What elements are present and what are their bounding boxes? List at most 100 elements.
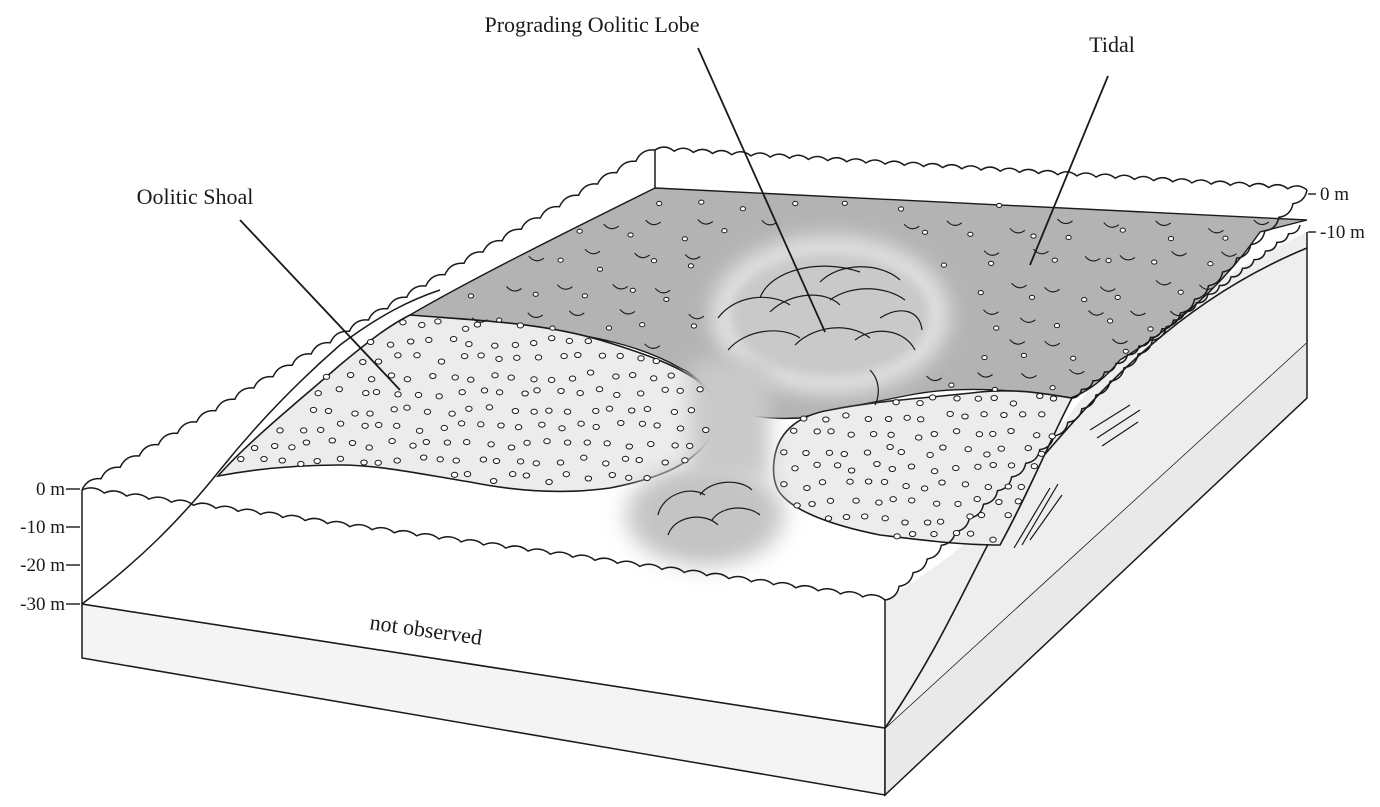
ooid-mark bbox=[974, 395, 982, 402]
ooid-mark bbox=[605, 405, 614, 412]
ooid-mark bbox=[492, 457, 501, 465]
ooid-mark bbox=[881, 515, 889, 522]
ripple-mark bbox=[619, 309, 636, 315]
ooid-mark bbox=[425, 336, 433, 343]
ooid-mark bbox=[516, 458, 525, 465]
ooid-mark bbox=[467, 376, 475, 383]
ooid-mark bbox=[1007, 462, 1016, 469]
ooid-mark bbox=[676, 425, 685, 432]
ooid-mark bbox=[374, 459, 382, 466]
ripple-mark bbox=[1119, 255, 1136, 261]
ripple-mark bbox=[556, 284, 573, 290]
ooid-mark bbox=[917, 416, 925, 423]
ooid-mark bbox=[1000, 411, 1008, 419]
ooid-mark bbox=[946, 410, 954, 417]
ripple-mark bbox=[1011, 282, 1027, 289]
ooid-mark bbox=[966, 513, 974, 520]
ooid-mark bbox=[313, 457, 321, 465]
ooid-mark bbox=[460, 353, 469, 360]
ooid-mark bbox=[696, 386, 704, 393]
ooid-mark bbox=[359, 358, 367, 366]
ooid-mark bbox=[403, 404, 411, 411]
ooid-mark bbox=[637, 390, 645, 397]
ooid-mark bbox=[667, 372, 675, 379]
ooid-mark bbox=[495, 355, 503, 362]
ooid-mark bbox=[348, 439, 357, 447]
ripple-mark bbox=[1198, 284, 1215, 290]
ooid-mark bbox=[663, 296, 670, 302]
ooid-mark bbox=[629, 287, 636, 293]
ooid-mark bbox=[939, 444, 947, 451]
ooid-mark bbox=[328, 437, 336, 444]
ooid-mark bbox=[415, 427, 424, 434]
ooid-mark bbox=[1007, 427, 1015, 435]
ooid-mark bbox=[393, 422, 401, 429]
ooid-mark bbox=[952, 465, 960, 472]
ooid-mark bbox=[497, 422, 505, 429]
ooid-mark bbox=[612, 373, 620, 380]
ooid-mark bbox=[586, 369, 595, 376]
ooid-mark bbox=[825, 449, 834, 456]
ooid-mark bbox=[875, 499, 883, 506]
ooid-mark bbox=[317, 426, 325, 433]
ooid-mark bbox=[687, 263, 695, 269]
ooid-mark bbox=[288, 444, 296, 451]
ooid-mark bbox=[336, 455, 345, 462]
ooid-mark bbox=[375, 421, 383, 428]
ooid-mark bbox=[399, 319, 407, 326]
ripple-mark bbox=[1253, 219, 1270, 226]
ooid-mark bbox=[888, 465, 896, 473]
ooid-mark bbox=[532, 460, 540, 467]
ripple-mark bbox=[1019, 317, 1036, 323]
ooid-mark bbox=[920, 485, 929, 492]
ooid-mark bbox=[580, 454, 588, 461]
ooid-mark bbox=[463, 439, 471, 446]
ooid-mark bbox=[583, 439, 591, 446]
depth-scale-left: 0 m -10 m -20 m -30 m bbox=[20, 479, 80, 615]
ooid-mark bbox=[864, 415, 873, 423]
ooid-mark bbox=[461, 325, 470, 332]
ooid-mark bbox=[556, 459, 565, 466]
ooid-mark bbox=[297, 460, 305, 467]
ooid-mark bbox=[661, 386, 669, 393]
depth-scale-right: 0 m -10 m bbox=[1308, 184, 1365, 243]
ooid-mark bbox=[522, 472, 531, 479]
ooid-mark bbox=[608, 471, 616, 479]
ooid-mark bbox=[967, 231, 974, 237]
ooid-mark bbox=[923, 519, 932, 526]
ooid-mark bbox=[1119, 227, 1126, 233]
ooid-mark bbox=[557, 387, 565, 395]
ripple-mark bbox=[1044, 340, 1061, 347]
ooid-mark bbox=[617, 419, 625, 427]
ooid-mark bbox=[863, 449, 872, 456]
ripple-mark bbox=[903, 223, 920, 230]
ripple-mark bbox=[1169, 310, 1186, 317]
ooid-mark bbox=[880, 478, 889, 485]
ooid-mark bbox=[792, 200, 799, 207]
ooid-mark bbox=[1177, 289, 1184, 295]
ooid-mark bbox=[574, 351, 582, 359]
right-depth-label-0m: 0 m bbox=[1320, 184, 1349, 205]
ripple-mark bbox=[644, 343, 661, 349]
ooid-mark bbox=[595, 386, 604, 393]
ooid-mark bbox=[961, 481, 970, 488]
ooid-mark bbox=[930, 430, 938, 438]
ooid-mark bbox=[833, 462, 842, 469]
ooid-mark bbox=[336, 420, 345, 427]
ooid-mark bbox=[605, 325, 613, 331]
ooid-mark bbox=[616, 352, 624, 359]
ooid-mark bbox=[930, 468, 939, 475]
ooid-mark bbox=[643, 474, 651, 482]
ripple-mark bbox=[1207, 227, 1224, 234]
depth-label-0m: 0 m bbox=[36, 479, 65, 500]
ooid-mark bbox=[791, 465, 799, 472]
ooid-mark bbox=[1222, 235, 1229, 241]
ooid-mark bbox=[394, 352, 402, 359]
ooid-mark bbox=[365, 444, 373, 451]
ooid-mark bbox=[790, 427, 798, 434]
ooid-mark bbox=[627, 232, 634, 238]
ooid-mark bbox=[422, 438, 430, 446]
ooid-mark bbox=[576, 390, 584, 397]
ooid-mark bbox=[418, 321, 426, 328]
